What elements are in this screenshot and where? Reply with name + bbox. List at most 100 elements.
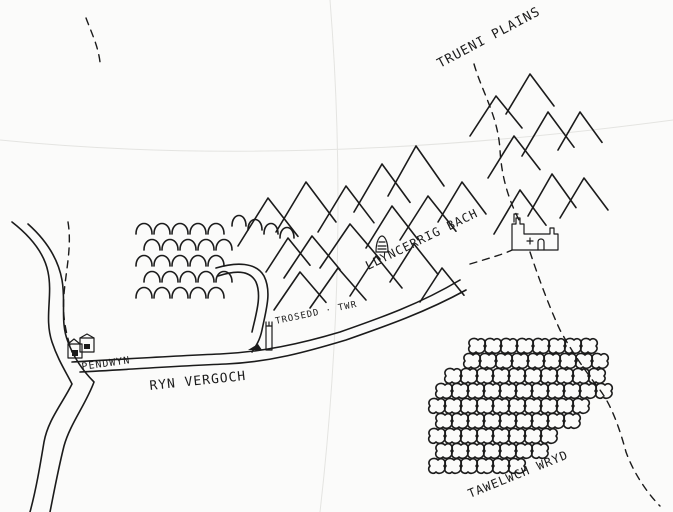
mountain-icon xyxy=(419,267,465,303)
forest-tree-icon xyxy=(450,382,470,400)
mountain-icon xyxy=(389,243,439,283)
forest xyxy=(427,337,614,475)
hill-icon xyxy=(207,222,225,235)
forest-tree-icon xyxy=(578,382,598,400)
forest-tree-icon xyxy=(478,352,498,370)
hill-icon xyxy=(231,214,247,227)
mountain-icon xyxy=(487,135,541,179)
forest-tree-icon xyxy=(523,367,543,385)
forest-tree-icon xyxy=(494,352,514,370)
mountain-icon xyxy=(265,237,311,273)
forest-tree-icon xyxy=(483,337,503,355)
mountain-icon xyxy=(365,205,419,249)
hill-icon xyxy=(197,270,215,283)
forest-tree-icon xyxy=(510,352,530,370)
mountain-icon xyxy=(559,177,609,219)
mountain-icon xyxy=(493,189,547,235)
forest-tree-icon xyxy=(539,397,559,415)
forest-tree-icon xyxy=(546,412,566,430)
mountain-icon xyxy=(469,95,523,137)
hill-icon xyxy=(135,286,153,299)
forest-tree-icon xyxy=(482,412,502,430)
mountain-icon xyxy=(521,111,575,157)
forest-tree-icon xyxy=(558,352,578,370)
label-llyncerrig-bach: LLYNCERRIG BACH xyxy=(363,206,480,273)
forest-tree-icon xyxy=(467,337,487,355)
hill-icon xyxy=(171,286,189,299)
forest-tree-icon xyxy=(466,442,486,460)
forest-tree-icon xyxy=(491,367,511,385)
forest-tree-icon xyxy=(482,442,502,460)
hill-icon xyxy=(207,286,225,299)
forest-tree-icon xyxy=(555,397,575,415)
forest-tree-icon xyxy=(547,337,567,355)
forest-tree-icon xyxy=(427,397,447,415)
forest-tree-icon xyxy=(530,412,550,430)
forest-tree-icon xyxy=(539,427,559,445)
forest-tree-icon xyxy=(491,427,511,445)
forest-tree-icon xyxy=(539,367,559,385)
hill-icon xyxy=(143,238,161,251)
forest-tree-icon xyxy=(546,382,566,400)
forest-tree-icon xyxy=(562,412,582,430)
forest-tree-icon xyxy=(571,367,591,385)
forest-tree-icon xyxy=(475,427,495,445)
bridge-icon xyxy=(248,344,262,350)
hill-icon xyxy=(207,254,225,267)
forest-tree-icon xyxy=(443,397,463,415)
hill-icon xyxy=(247,218,263,231)
forest-tree-icon xyxy=(475,367,495,385)
forest-tree-icon xyxy=(590,352,610,370)
forest-tree-icon xyxy=(434,412,454,430)
forest-tree-icon xyxy=(427,457,447,475)
forest-tree-icon xyxy=(427,427,447,445)
mountain-icon xyxy=(319,223,381,269)
trails xyxy=(62,17,661,507)
forest-tree-icon xyxy=(443,457,463,475)
hill-icon xyxy=(263,222,279,235)
hill-icon xyxy=(179,270,197,283)
cave-icon xyxy=(375,235,389,253)
forest-tree-icon xyxy=(515,337,535,355)
hill-icon xyxy=(189,222,207,235)
hill-icon xyxy=(279,226,295,239)
forest-tree-icon xyxy=(562,382,582,400)
forest-tree-icon xyxy=(459,457,479,475)
hill-icon xyxy=(153,254,171,267)
forest-tree-icon xyxy=(459,397,479,415)
forest-tree-icon xyxy=(450,442,470,460)
forest-tree-icon xyxy=(466,382,486,400)
hill-icon xyxy=(135,254,153,267)
forest-tree-icon xyxy=(434,442,454,460)
forest-tree-icon xyxy=(450,412,470,430)
forest-tree-icon xyxy=(594,382,614,400)
forest-tree-icon xyxy=(475,397,495,415)
ryn-vergoch-river xyxy=(71,279,467,373)
mountain-icon xyxy=(273,271,327,311)
hills xyxy=(135,214,295,299)
stream xyxy=(215,263,269,353)
hill-icon xyxy=(171,254,189,267)
hill-icon xyxy=(189,286,207,299)
label-trosedd-twr: TROSEDD · TWR xyxy=(275,300,359,327)
forest-tree-icon xyxy=(555,367,575,385)
forest-tree-icon xyxy=(498,382,518,400)
castle-icon xyxy=(511,213,559,251)
forest-tree-icon xyxy=(491,397,511,415)
forest-tree-icon xyxy=(530,382,550,400)
mountain-range xyxy=(237,73,609,311)
forest-tree-icon xyxy=(443,367,463,385)
forest-tree-icon xyxy=(475,457,495,475)
forest-tree-icon xyxy=(563,337,583,355)
hill-icon xyxy=(135,222,153,235)
mountain-icon xyxy=(283,235,341,279)
mountain-icon xyxy=(387,145,445,197)
forest-tree-icon xyxy=(531,337,551,355)
forest-tree-icon xyxy=(443,427,463,445)
hill-icon xyxy=(161,238,179,251)
forest-tree-icon xyxy=(526,352,546,370)
forest-tree-icon xyxy=(434,382,454,400)
mountain-icon xyxy=(437,181,487,223)
forest-tree-icon xyxy=(507,397,527,415)
